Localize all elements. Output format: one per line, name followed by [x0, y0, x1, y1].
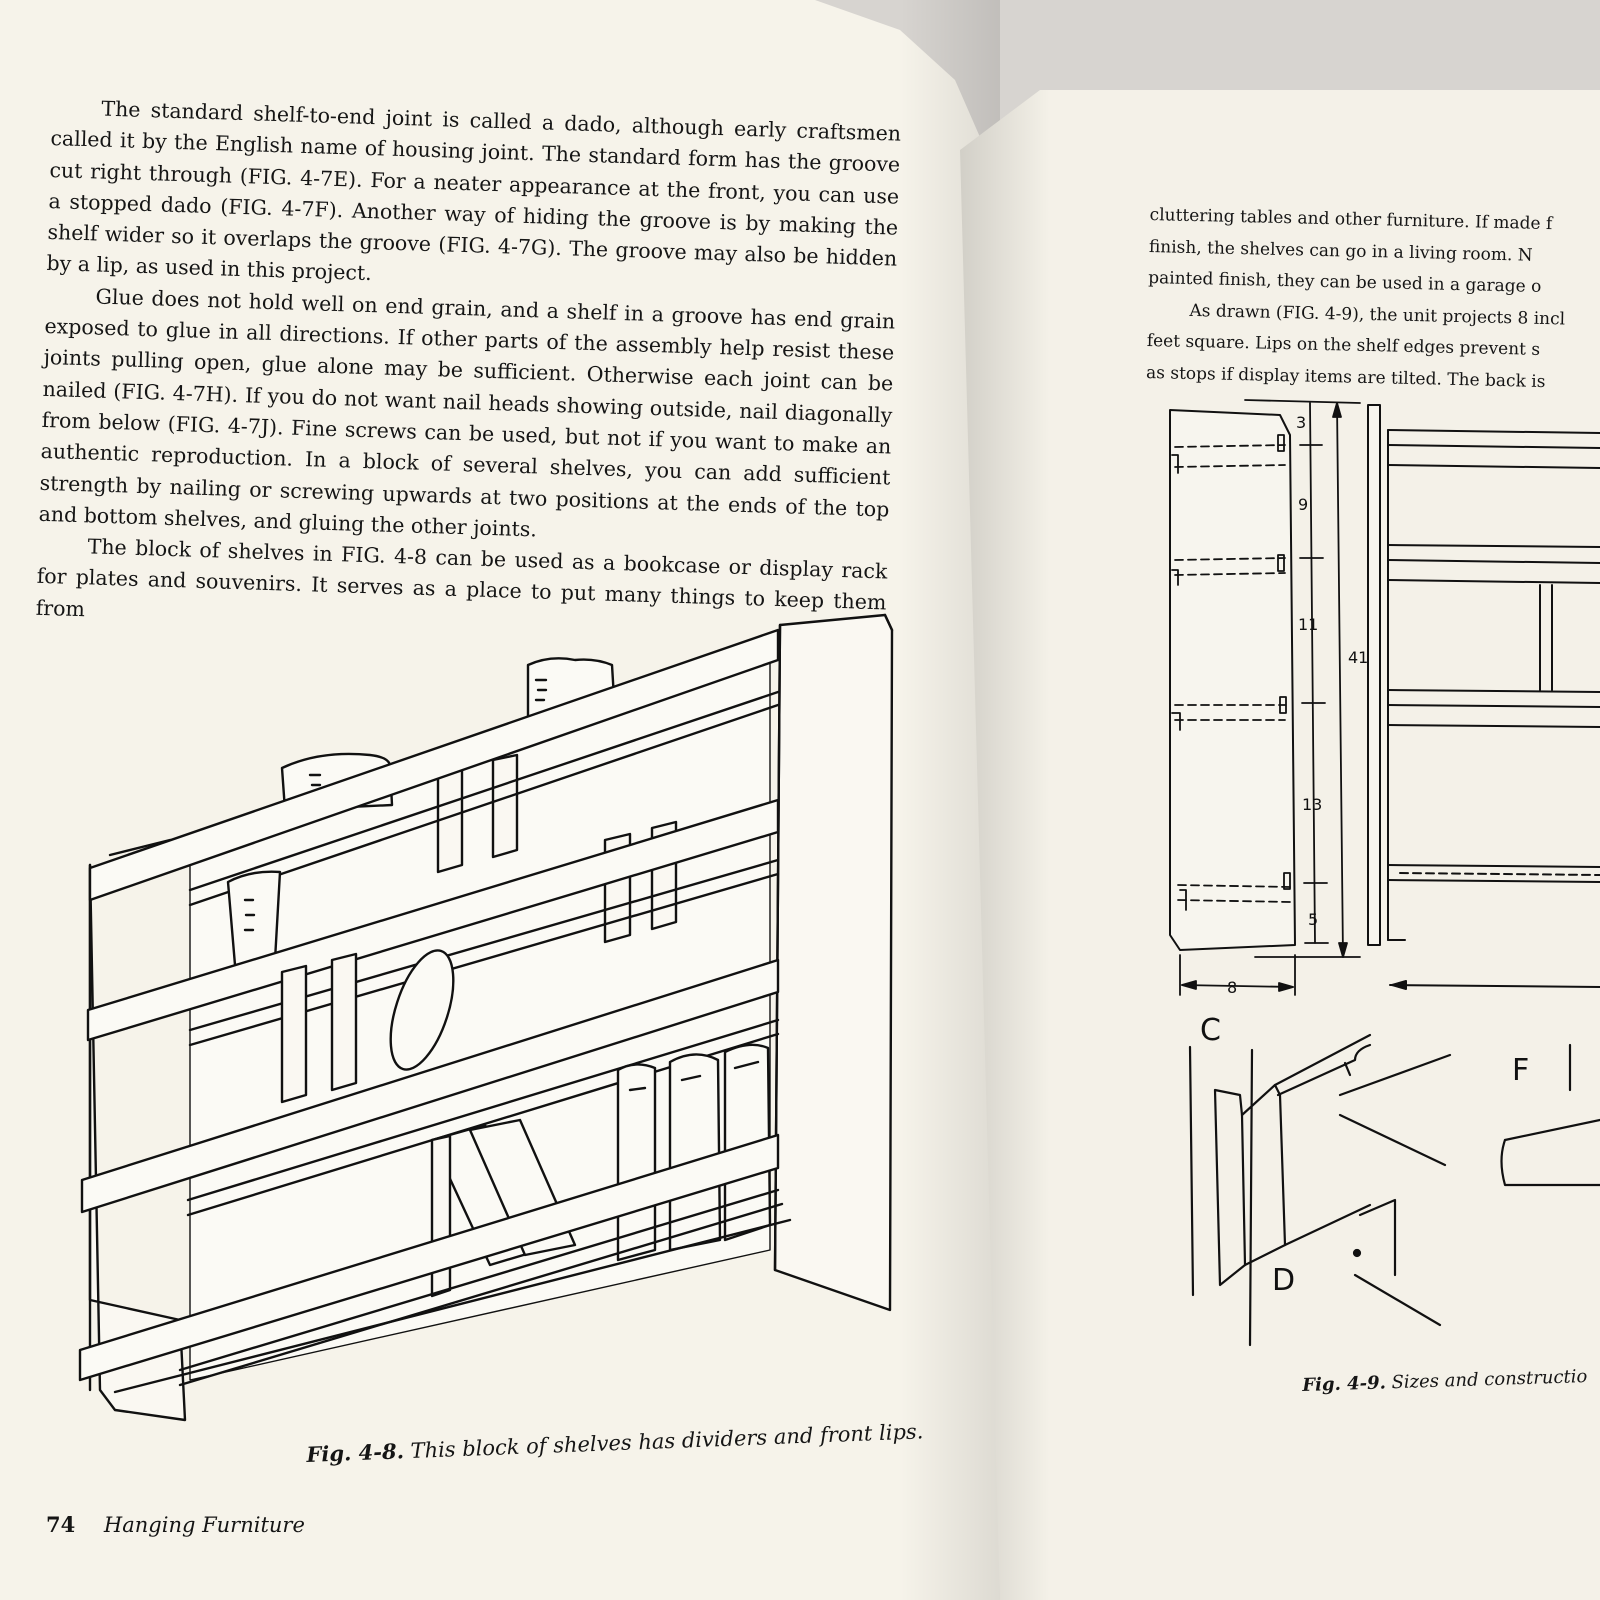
- depth-dimension: [1179, 954, 1296, 996]
- dim-3: 3: [1296, 413, 1306, 432]
- joint-detail-f: [1500, 1043, 1600, 1187]
- panel-label-c: C: [1200, 1013, 1221, 1048]
- panel-label-d: D: [1272, 1263, 1295, 1298]
- page-footer: 74 Hanging Furniture: [46, 1512, 305, 1537]
- front-view: [1367, 404, 1600, 990]
- paragraph-glue-end-grain: Glue does not hold well on end grain, an…: [38, 284, 896, 542]
- figure-4-9-number: Fig. 4-9.: [1302, 1372, 1387, 1396]
- right-page-body-text: cluttering tables and other furniture. I…: [1146, 200, 1600, 402]
- paragraph-dado-joint: The standard shelf-to-end joint is calle…: [46, 96, 902, 286]
- shelf-4-bottom: [78, 1133, 792, 1394]
- joint-detail-c: [1188, 1033, 1372, 1347]
- dim-9: 9: [1298, 495, 1308, 514]
- dim-13: 13: [1302, 795, 1322, 814]
- spacing-dimension-line: [1299, 402, 1329, 944]
- dim-5: 5: [1308, 910, 1318, 929]
- shelf-1: [88, 628, 780, 907]
- front-lip-notches: [1171, 434, 1291, 911]
- right-end-board: [773, 613, 894, 1312]
- panel-label-f: F: [1512, 1053, 1529, 1088]
- figure-4-8-number: Fig. 4-8.: [306, 1438, 405, 1467]
- second-row-jar: [226, 870, 282, 967]
- third-row-dividers: [280, 952, 358, 1104]
- dim-41: 41: [1348, 648, 1368, 667]
- overall-height-dimension: [1244, 399, 1361, 958]
- dim-8: 8: [1227, 978, 1237, 997]
- left-page-body-text: The standard shelf-to-end joint is calle…: [35, 92, 901, 650]
- dim-11: 11: [1298, 615, 1318, 634]
- figure-4-9-sizes-drawing: 3 9 11 13 5 41 8 C D F: [1169, 399, 1600, 1347]
- dashed-grooves: [1174, 444, 1291, 903]
- display-plate: [389, 949, 455, 1071]
- figure-4-8-shelves-drawing: [78, 613, 894, 1422]
- running-title: Hanging Furniture: [103, 1513, 305, 1537]
- joint-detail-d: [1338, 1053, 1452, 1327]
- page-number: 74: [46, 1512, 76, 1537]
- side-view-end-panel: [1169, 409, 1296, 951]
